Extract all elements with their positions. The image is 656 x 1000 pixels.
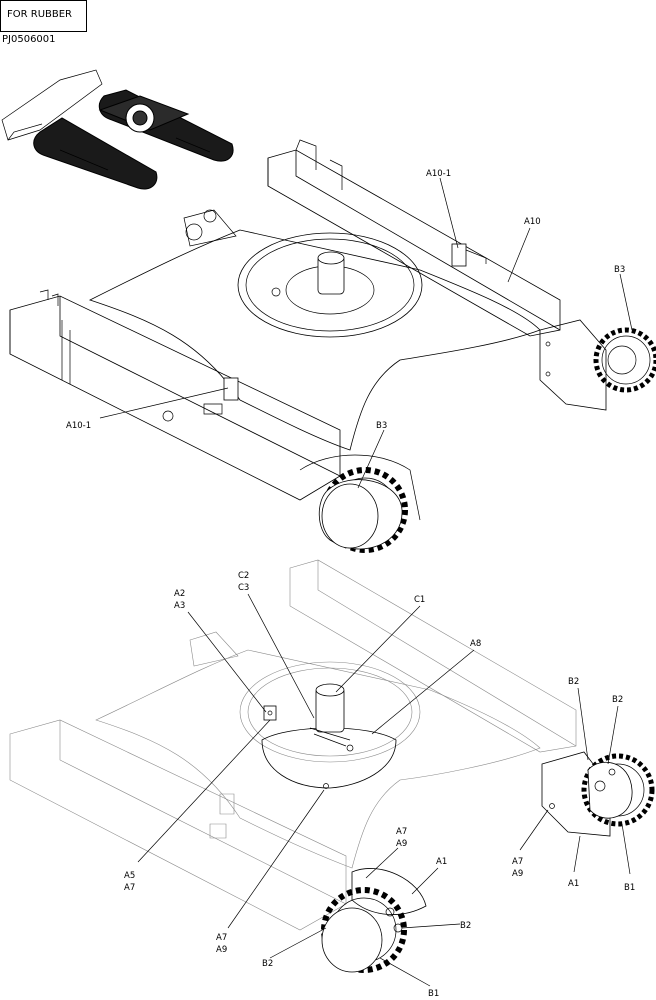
label-a10-1-left: A10-1 [66, 421, 91, 431]
label-b3-right: B3 [614, 265, 625, 275]
label-b2-left: B2 [262, 959, 273, 969]
label-a7-center: A7 [216, 933, 227, 943]
label-a10: A10 [524, 217, 541, 227]
label-c1: C1 [414, 595, 425, 605]
label-c3: C3 [238, 583, 249, 593]
label-a5: A5 [124, 871, 135, 881]
right-drive-motor [581, 753, 655, 827]
front-sprocket [318, 467, 408, 553]
lower-frame-drawing [9, 559, 655, 973]
leader-lines [99, 177, 633, 987]
label-a10-1-upper: A10-1 [426, 169, 451, 179]
label-a7-mid: A7 [396, 827, 407, 837]
label-a7-left: A7 [124, 883, 135, 893]
machine-thumbnail [1, 69, 234, 190]
upper-frame-drawing [9, 139, 656, 553]
label-c2: C2 [238, 571, 249, 581]
drawing-code: PJ0506001 [2, 34, 56, 45]
label-a1-mid: A1 [436, 857, 447, 867]
label-a8: A8 [470, 639, 481, 649]
callout-labels: A10-1 A10 B3 A10-1 B3 C2 C3 A2 A3 C1 A8 … [66, 169, 635, 999]
label-b2-front: B2 [460, 921, 471, 931]
right-sprocket [593, 327, 656, 393]
label-b1-right: B1 [624, 883, 635, 893]
label-a9-mid: A9 [396, 839, 407, 849]
label-a3: A3 [174, 601, 185, 611]
label-a7-right: A7 [512, 857, 523, 867]
label-a1-right: A1 [568, 879, 579, 889]
label-a2: A2 [174, 589, 185, 599]
label-a9-right: A9 [512, 869, 523, 879]
label-b3-front: B3 [376, 421, 387, 431]
label-b1-front: B1 [428, 989, 439, 999]
label-b2-r1: B2 [568, 677, 579, 687]
variant-tag-box: FOR RUBBER [0, 0, 87, 32]
front-drive-motor [321, 887, 407, 973]
label-b2-r2: B2 [612, 695, 623, 705]
label-a9-center: A9 [216, 945, 227, 955]
